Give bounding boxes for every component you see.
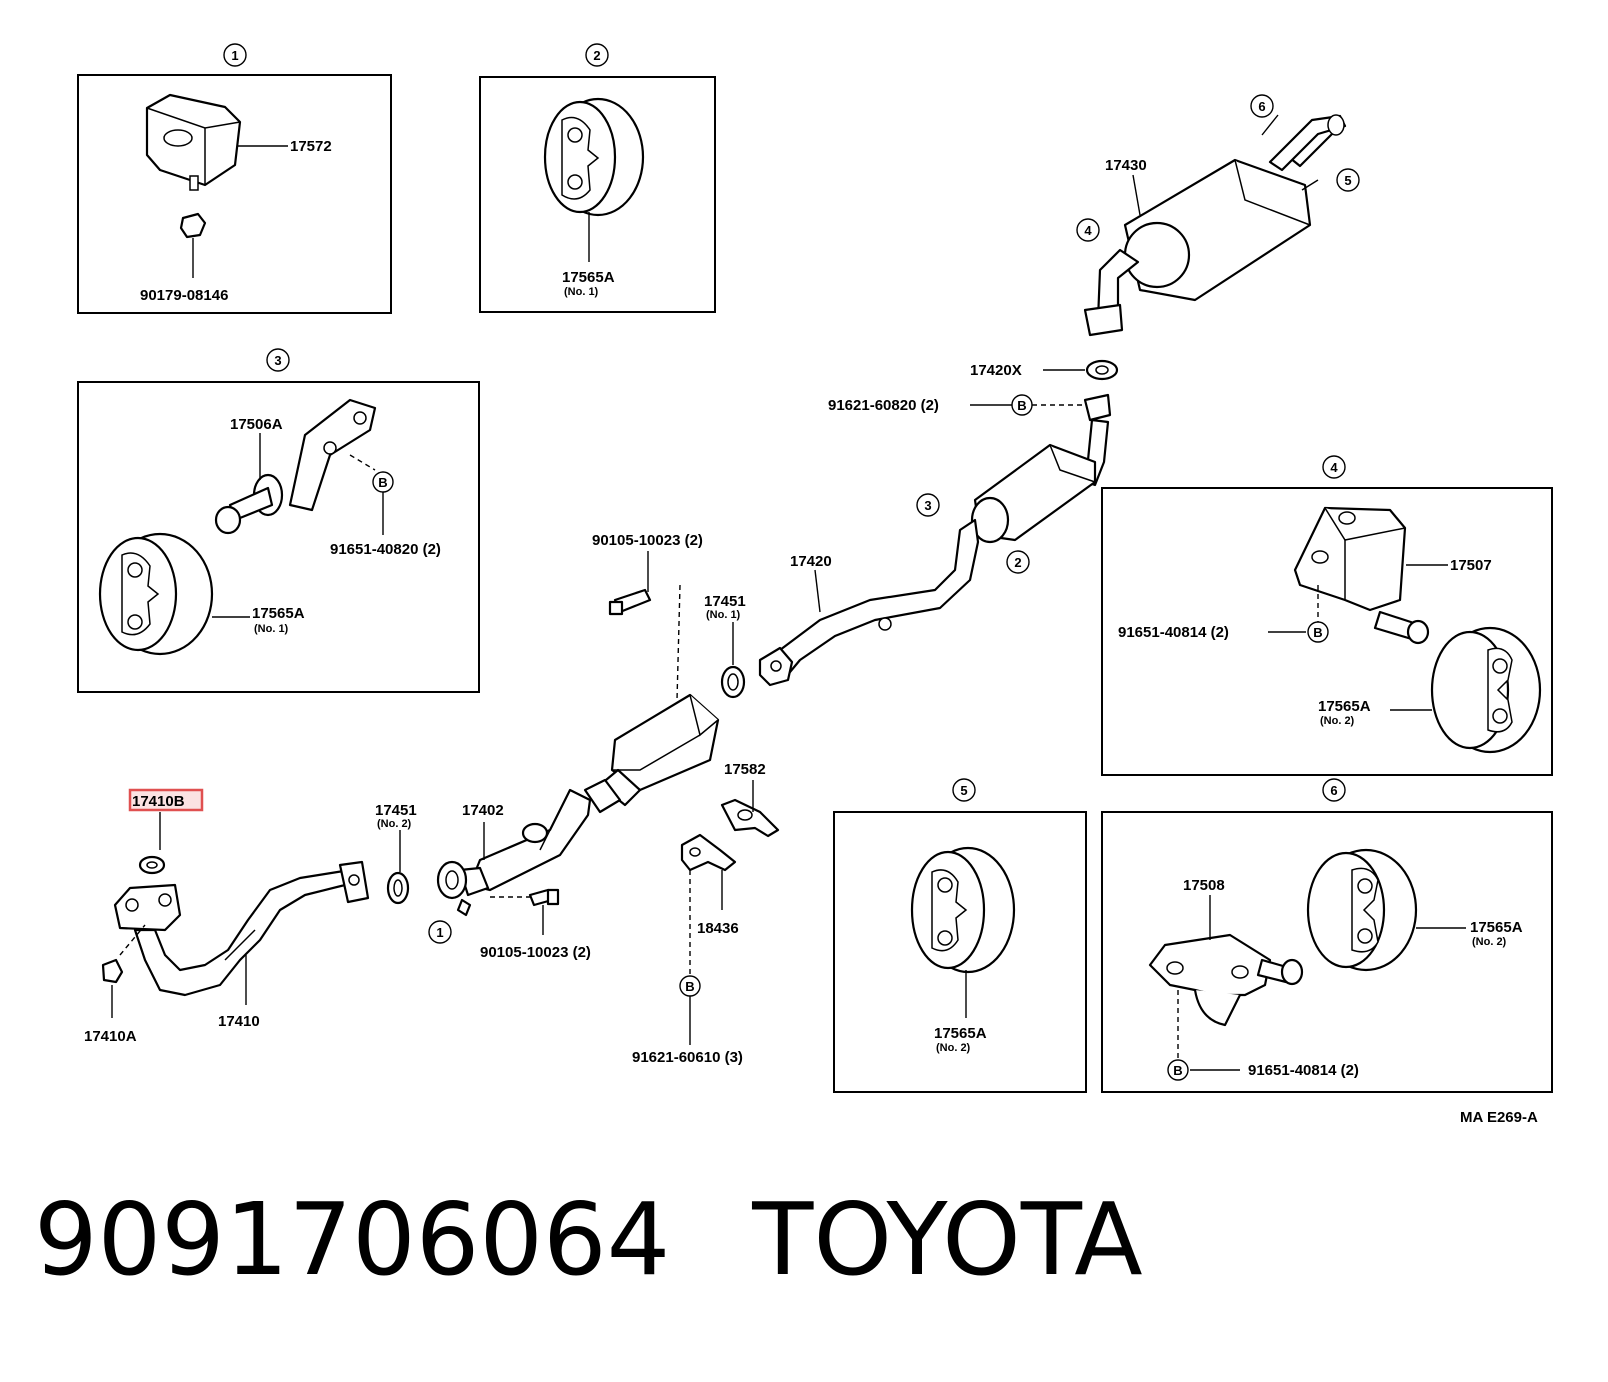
label-17565A-box3: 17565A	[252, 605, 305, 622]
label-91651-40814-box4: 91651-40814 (2)	[1118, 624, 1229, 641]
front-exhaust-pipe-17410	[113, 855, 370, 997]
label-17451-no2: 17451	[375, 802, 417, 819]
center-pipe-17420	[758, 393, 1112, 687]
callout-3: 3	[924, 498, 931, 513]
diagram-code: MA E269-A	[1460, 1109, 1538, 1126]
callout-b-rear: B	[1017, 398, 1026, 413]
label-17410B: 17410B	[132, 793, 185, 810]
label-91621-60610: 91621-60610 (3)	[632, 1049, 743, 1066]
label-17506A: 17506A	[230, 416, 283, 433]
label-90105-10023-upper: 90105-10023 (2)	[592, 532, 703, 549]
note-box4: (No. 2)	[1320, 715, 1355, 727]
label-17582: 17582	[724, 761, 766, 778]
label-17402: 17402	[462, 802, 504, 819]
note-17451-no1: (No. 1)	[706, 609, 741, 621]
brand-name: TOYOTA	[752, 1181, 1143, 1298]
detail-6-number: 6	[1330, 783, 1337, 798]
label-17565A-box6: 17565A	[1470, 919, 1523, 936]
label-17565A-box4: 17565A	[1318, 698, 1371, 715]
callout-5: 5	[1344, 173, 1351, 188]
label-17410: 17410	[218, 1013, 260, 1030]
label-17507: 17507	[1450, 557, 1492, 574]
rear-muffler-17430	[1083, 114, 1347, 337]
label-90105-10023-lower: 90105-10023 (2)	[480, 944, 591, 961]
label-17451-no1: 17451	[704, 593, 746, 610]
note-box3: (No. 1)	[254, 623, 289, 635]
detail-box-2: 2 17565A (No. 1)	[479, 43, 716, 313]
label-91651-40820: 91651-40820 (2)	[330, 541, 441, 558]
detail-box-6: 6 17508 B 91651-40814 (2) 17565A (No. 2)	[1101, 778, 1553, 1093]
label-90179-08146: 90179-08146	[140, 287, 228, 304]
label-17420X: 17420X	[970, 362, 1022, 379]
catalytic-converter	[583, 693, 720, 814]
label-17572: 17572	[290, 138, 332, 155]
callout-b-box3: B	[378, 475, 387, 490]
footer-caption: 9091706064 TOYOTA	[34, 1180, 1143, 1300]
detail-4-number: 4	[1330, 460, 1338, 475]
part-number: 9091706064	[34, 1181, 671, 1298]
callout-2: 2	[1014, 555, 1021, 570]
label-18436: 18436	[697, 920, 739, 937]
callout-b-box6: B	[1173, 1063, 1182, 1078]
detail-box-3: 3 17506A B 91651-40820 (2) 17565A (No. 1…	[77, 348, 480, 693]
main-assembly: 6 5 4 17430 17420X B 91621-60820 (2)	[84, 94, 1538, 1126]
note-box2: (No. 1)	[564, 286, 599, 298]
callout-4: 4	[1084, 223, 1092, 238]
highlight-17410B	[128, 788, 204, 812]
callout-b-box4: B	[1313, 625, 1322, 640]
detail-3-number: 3	[274, 353, 281, 368]
label-17430: 17430	[1105, 157, 1147, 174]
detail-5-number: 5	[960, 783, 967, 798]
note-box6: (No. 2)	[1472, 936, 1507, 948]
label-91651-40814-box6: 91651-40814 (2)	[1248, 1062, 1359, 1079]
front-pipe-17402	[436, 788, 592, 917]
label-17420: 17420	[790, 553, 832, 570]
detail-2-number: 2	[593, 48, 600, 63]
callout-b-front: B	[685, 979, 694, 994]
detail-box-5: 5 17565A (No. 2)	[833, 778, 1087, 1093]
detail-1-number: 1	[231, 48, 238, 63]
detail-box-1: 1 17572 90179-08146	[77, 43, 392, 314]
callout-1: 1	[436, 925, 443, 940]
detail-box-4: 4 17507 B 91651-40814 (2) 17565A (No. 2)	[1101, 455, 1553, 776]
label-17410A: 17410A	[84, 1028, 137, 1045]
label-17508: 17508	[1183, 877, 1225, 894]
note-box5: (No. 2)	[936, 1042, 971, 1054]
label-17565A-box2: 17565A	[562, 269, 615, 286]
callout-6: 6	[1258, 99, 1265, 114]
note-17451-no2: (No. 2)	[377, 818, 412, 830]
label-17565A-box5: 17565A	[934, 1025, 987, 1042]
label-91621-60820: 91621-60820 (2)	[828, 397, 939, 414]
